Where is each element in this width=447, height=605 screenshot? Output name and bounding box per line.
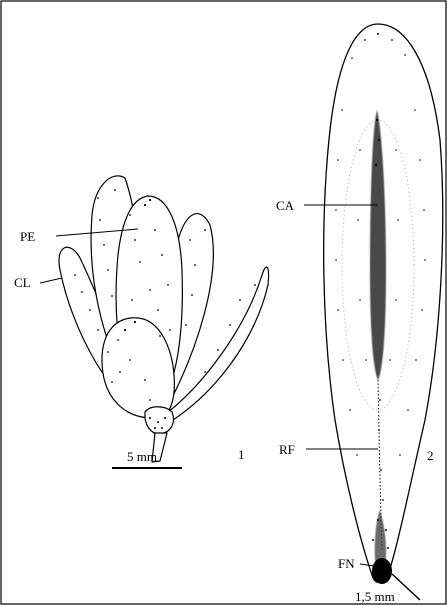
label-rf: RF [279, 443, 295, 456]
receptacle [145, 407, 174, 434]
flower-drawing [59, 176, 269, 462]
leader-arrow [392, 574, 420, 600]
panel-number-1: 1 [238, 448, 245, 461]
scale-label-left: 5 mm [127, 450, 157, 463]
label-ca: CA [276, 199, 294, 212]
leader-cl [40, 278, 62, 283]
panel-number-2: 2 [427, 449, 434, 462]
fn-base [372, 558, 392, 584]
label-cl: CL [14, 276, 31, 289]
label-pe: PE [20, 230, 35, 243]
scale-label-right: 1,5 mm [355, 590, 395, 603]
label-fn: FN [338, 557, 355, 570]
